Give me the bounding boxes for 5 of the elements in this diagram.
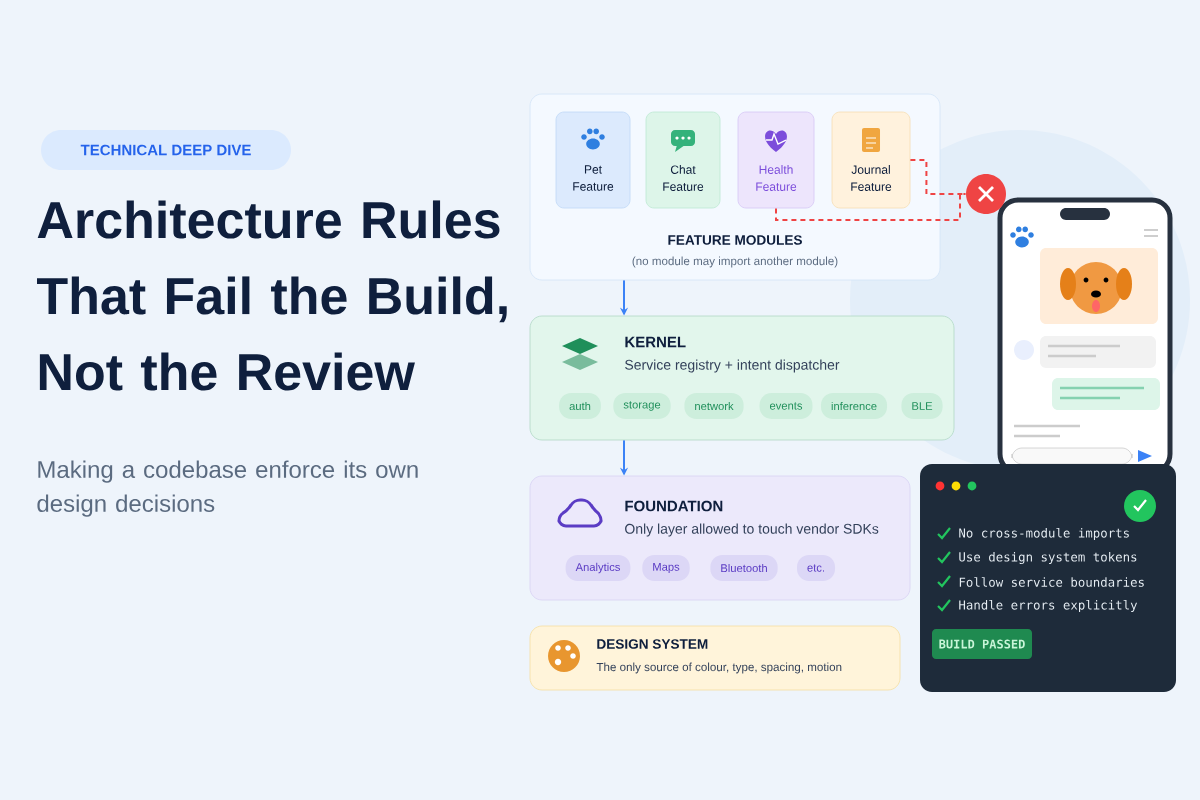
error-icon	[966, 174, 1006, 214]
subtitle: Making a codebase enforce its own design decisions	[37, 460, 418, 517]
headline: Architecture Rules That Fail the Build, Not the Review	[37, 200, 507, 391]
dashed-line	[775, 193, 967, 221]
dashed-line	[909, 159, 967, 195]
